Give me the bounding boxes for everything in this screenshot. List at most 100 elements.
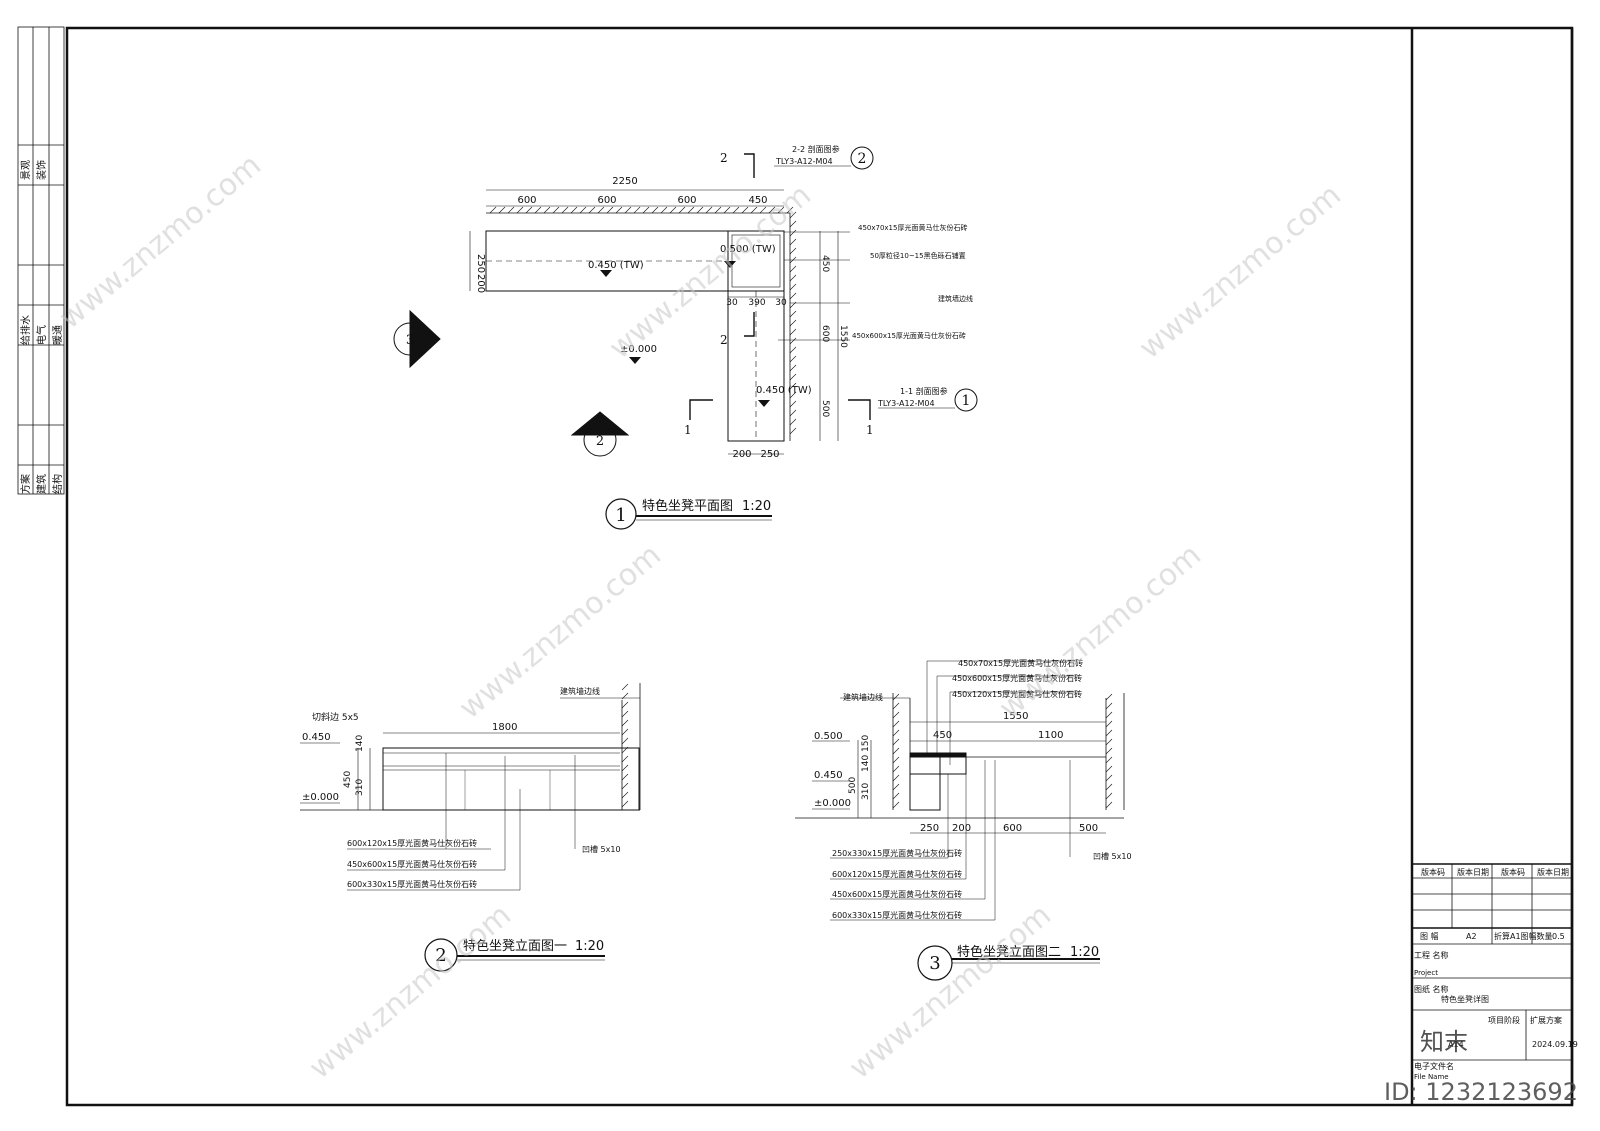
e2-dim-bottom-3: 600 [1003, 823, 1022, 834]
hatch-line [750, 206, 758, 214]
e2-dim-v-4: 310 [861, 783, 871, 800]
e2-wall: 建筑墙边线 [843, 692, 883, 702]
hatch-line [789, 355, 797, 363]
plan-view [393, 146, 978, 530]
e1-groove: 凹槽 5x10 [582, 844, 621, 854]
sheet-size-label: 图 幅 [1420, 931, 1439, 941]
hatch-line [789, 247, 797, 255]
plan-title: 特色坐凳平面图 [642, 498, 733, 514]
hatch-line [660, 206, 668, 214]
rev-header-2: 版本日期 [1457, 867, 1489, 877]
e2-note-bottom-2: 600x120x15厚光面黄马仕灰份石砖 [832, 869, 962, 879]
side-label-structure: 结构 [51, 474, 64, 494]
hatch-line [525, 206, 533, 214]
drawing-name: 特色坐凳详图 [1441, 994, 1489, 1004]
hatch-line [892, 774, 900, 782]
e2-note-top-3: 450x120x15厚光面黄马仕灰份石砖 [952, 689, 1082, 699]
side-label-plumbing: 给排水 [19, 315, 32, 345]
plan-dim-top-3: 600 [677, 195, 696, 206]
hatch-line [789, 364, 797, 372]
watermark-id: ID: 1232123692 [1384, 1078, 1578, 1106]
plan-dim-top-2: 600 [597, 195, 616, 206]
hatch-line [892, 783, 900, 791]
plan-dim-right-2: 600 [820, 325, 830, 342]
e2-dim-bottom-2: 200 [952, 823, 971, 834]
sheet-border [65, 26, 1574, 1107]
e1-note-1: 600x120x15厚光面黄马仕灰份石砖 [347, 838, 477, 848]
hatch-line [789, 256, 797, 264]
watermark-url-1: www.znzmo.com [53, 148, 268, 337]
hatch-line [1105, 693, 1113, 701]
wall-hatching [489, 206, 1113, 809]
e1-dim-v-3: 310 [355, 779, 365, 796]
hatch-line [1105, 756, 1113, 764]
e1-chamfer: 切斜边 5x5 [312, 711, 359, 723]
watermark-logo: 知末 [1420, 1028, 1468, 1056]
e1-note-3: 600x330x15厚光面黄马仕灰份石砖 [347, 879, 477, 889]
hatch-line [789, 328, 797, 336]
hatch-line [621, 746, 629, 754]
plan-note-1: 450x70x15厚光面黄马仕灰份石砖 [858, 223, 967, 232]
hatch-line [789, 229, 797, 237]
e1-dim-v-1: 140 [355, 735, 365, 752]
hatch-line [621, 764, 629, 772]
e2-title: 特色坐凳立面图二 [957, 944, 1061, 960]
hatch-line [606, 206, 614, 214]
hatch-line [534, 206, 542, 214]
plan-labels: 2250 600 600 600 450 250 200 200 250 30 … [406, 144, 973, 526]
e2-note-bottom-1: 250x330x15厚光面黄马仕灰份石砖 [832, 848, 962, 858]
e2-level-1: 0.500 [814, 731, 843, 742]
elevation-2 [795, 660, 1125, 981]
e1-level-top: 0.450 [302, 732, 331, 743]
ref-1-code: TLY3-A12-M04 [877, 399, 935, 408]
hatch-line [1105, 720, 1113, 728]
side-column [17, 26, 65, 495]
plan-elev-c: ±0.000 [620, 344, 657, 355]
plan-dim-top-4: 450 [748, 195, 767, 206]
hatch-line [516, 206, 524, 214]
plan-dim-left-2: 200 [475, 274, 486, 293]
hatch-line [741, 206, 749, 214]
side-column-labels: 景观 装饰 给排水 电气 暖通 方案 建筑 结构 [19, 160, 64, 494]
hatch-line [789, 220, 797, 228]
plan-elev-b: 0.500 (TW) [720, 244, 776, 255]
hatch-line [714, 206, 722, 214]
plan-note-4: 450x600x15厚光面黄马仕灰份石砖 [852, 331, 966, 340]
hatch-line [789, 409, 797, 417]
hatch-line [892, 765, 900, 773]
ref-1-title: 1-1 剖面图参 [900, 386, 948, 396]
hatch-line [786, 206, 794, 214]
plan-dim-bottom-2: 250 [760, 449, 779, 460]
hatch-line [588, 206, 596, 214]
hatch-line [696, 206, 704, 214]
hatch-line [543, 206, 551, 214]
e2-note-top-2: 450x600x15厚光面黄马仕灰份石砖 [952, 673, 1082, 683]
hatch-line [789, 319, 797, 327]
project-name-label: 工程 名称 [1414, 950, 1449, 960]
view-marker-3: 3 [406, 333, 414, 348]
plan-dim-inner-1: 30 [726, 298, 738, 308]
hatch-line [789, 292, 797, 300]
side-label-electrical: 电气 [35, 325, 48, 345]
hatch-line [789, 337, 797, 345]
hatch-line [621, 701, 629, 709]
e2-scale: 1:20 [1070, 945, 1099, 960]
hatch-line [892, 720, 900, 728]
e1-dim-v-2: 450 [343, 771, 353, 788]
plan-section-1-right: 1 [866, 423, 874, 437]
plan-section-2-bottom: 2 [720, 333, 728, 347]
hatch-line [1105, 774, 1113, 782]
e1-wall: 建筑墙边线 [560, 686, 600, 696]
ref-1-num: 1 [962, 393, 971, 409]
ref-2-code: TLY3-A12-M04 [775, 157, 833, 166]
plan-dim-bottom-1: 200 [732, 449, 751, 460]
title-block-labels: 版本码 版本日期 版本码 版本日期 图 幅 A2 折算A1图幅数量 0.5 工程… [1414, 867, 1578, 1081]
hatch-line [651, 206, 659, 214]
e2-dim-v-1: 150 [861, 735, 871, 752]
hatch-line [1105, 729, 1113, 737]
e2-dim-bottom-4: 500 [1079, 823, 1098, 834]
watermark-url-3: www.znzmo.com [1133, 178, 1348, 367]
hatch-line [570, 206, 578, 214]
hatch-line [723, 206, 731, 214]
